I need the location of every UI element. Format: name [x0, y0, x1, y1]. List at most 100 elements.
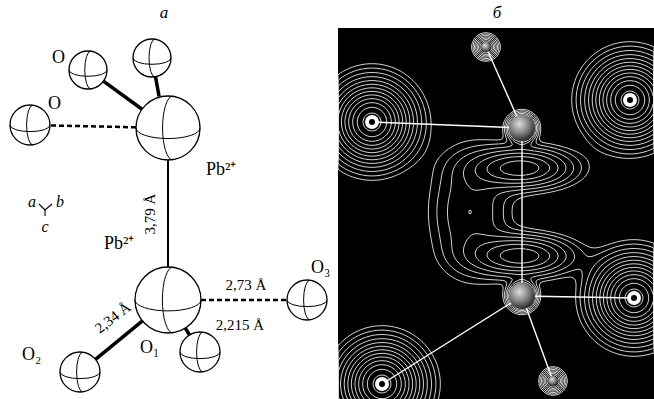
- sphere-equator: [60, 372, 100, 379]
- atom-sphere: [133, 39, 171, 77]
- oxygen-core: [631, 295, 637, 301]
- density-map: [338, 33, 654, 399]
- sphere-meridian: [163, 96, 173, 160]
- distance-label: 2,215 Å: [214, 318, 266, 333]
- atom-sphere: [179, 331, 221, 373]
- axis-tick: [44, 210, 45, 216]
- bond-line: [167, 160, 169, 267]
- sphere-equator: [133, 58, 171, 64]
- oxygen-atom: [623, 93, 637, 107]
- atom-sphere: [134, 266, 202, 334]
- contour-line: [349, 77, 654, 399]
- axis-label: b: [56, 194, 64, 210]
- atom-label: O₁: [140, 338, 159, 356]
- sphere-equator: [10, 125, 50, 132]
- oxygen-core: [379, 381, 385, 387]
- sphere-equator: [135, 300, 201, 311]
- contour-line: [338, 40, 654, 399]
- oxygen-atom: O₁: [180, 332, 220, 372]
- axis-lines: [39, 204, 52, 210]
- small-atom: [481, 42, 491, 52]
- contour-line: [341, 43, 654, 399]
- sphere-outline: [135, 267, 201, 333]
- axes-symbol: [39, 204, 52, 216]
- oxygen-atom: [365, 115, 379, 129]
- contour-line: [338, 34, 654, 399]
- contour-line: [357, 85, 648, 398]
- map-bond: [522, 296, 553, 381]
- map-atoms: [365, 42, 641, 391]
- axis-label: a: [28, 194, 36, 210]
- bond-line: [103, 81, 142, 109]
- lead-atom: [509, 283, 535, 309]
- contour-line: [353, 81, 654, 399]
- oxygen-core: [627, 97, 633, 103]
- sphere-outline: [136, 96, 200, 160]
- atom-sphere: [9, 104, 51, 146]
- oxygen-atom: O: [10, 105, 50, 145]
- contour-line: [338, 33, 654, 399]
- sphere-outline: [287, 280, 327, 320]
- map-bond: [522, 296, 634, 298]
- panel-letter: б: [493, 4, 502, 21]
- atom-label: O: [52, 48, 65, 66]
- atom-label: O: [48, 94, 61, 112]
- contour-line: [338, 41, 654, 399]
- map-bonds: [372, 47, 634, 384]
- bond-line: [156, 77, 160, 97]
- sphere-outline: [60, 352, 100, 392]
- sphere-equator: [287, 300, 327, 307]
- atom-sphere: [135, 95, 201, 161]
- sphere-meridian: [162, 267, 173, 333]
- sphere-meridian: [27, 105, 33, 145]
- atom-label: Pb²⁺: [104, 234, 134, 252]
- oxygen-atom: O₂: [60, 352, 100, 392]
- bond-line: [185, 328, 189, 335]
- density-map-ground: [338, 28, 654, 399]
- sphere-outline: [10, 105, 50, 145]
- atom-label: Pb²⁺: [206, 160, 236, 178]
- atom-sphere: [286, 279, 328, 321]
- contour-line: [345, 45, 654, 399]
- atom-label: O₃: [311, 258, 330, 276]
- lead-atom: Pb²⁺: [135, 267, 201, 333]
- sphere-meridian: [77, 352, 83, 392]
- panel-letter: а: [160, 4, 169, 21]
- atom-sphere: [59, 351, 101, 393]
- map-bond: [486, 47, 522, 128]
- small-atom: [548, 376, 558, 386]
- contour-line: [363, 91, 643, 393]
- sphere-equator: [136, 128, 200, 139]
- weak-bond-line: [201, 299, 287, 302]
- sphere-outline: [180, 332, 220, 372]
- sphere-meridian: [197, 332, 203, 372]
- sphere-meridian: [304, 280, 310, 320]
- oxygen-core: [369, 119, 375, 125]
- weak-bond-line: [50, 125, 136, 127]
- lead-atom: [509, 115, 535, 141]
- oxygen-atom: [627, 291, 641, 305]
- lead-atom: Pb²⁺: [136, 96, 200, 160]
- distance-label: 3,79 Å: [143, 192, 158, 237]
- sphere-equator: [180, 352, 220, 359]
- oxygen-atom: [375, 377, 389, 391]
- sphere-outline: [69, 51, 107, 89]
- sphere-equator: [69, 70, 107, 76]
- axis-label: c: [41, 219, 48, 235]
- map-bond: [372, 122, 522, 128]
- contour-line: [338, 38, 654, 399]
- contour-line: [338, 37, 654, 399]
- map-bond: [382, 296, 522, 384]
- sphere-meridian: [85, 51, 91, 89]
- contour-lines: [338, 33, 654, 399]
- distance-label: 2,73 Å: [224, 278, 269, 293]
- contour-line: [338, 35, 654, 399]
- distance-label: 2,34 Å: [91, 298, 136, 337]
- atom-label: O₂: [22, 345, 41, 363]
- oxygen-atom: [133, 39, 171, 97]
- map-bond: [521, 128, 522, 296]
- oxygen-atom: O₃: [287, 280, 327, 320]
- atom-sphere: [68, 50, 108, 90]
- sphere-meridian: [149, 39, 155, 77]
